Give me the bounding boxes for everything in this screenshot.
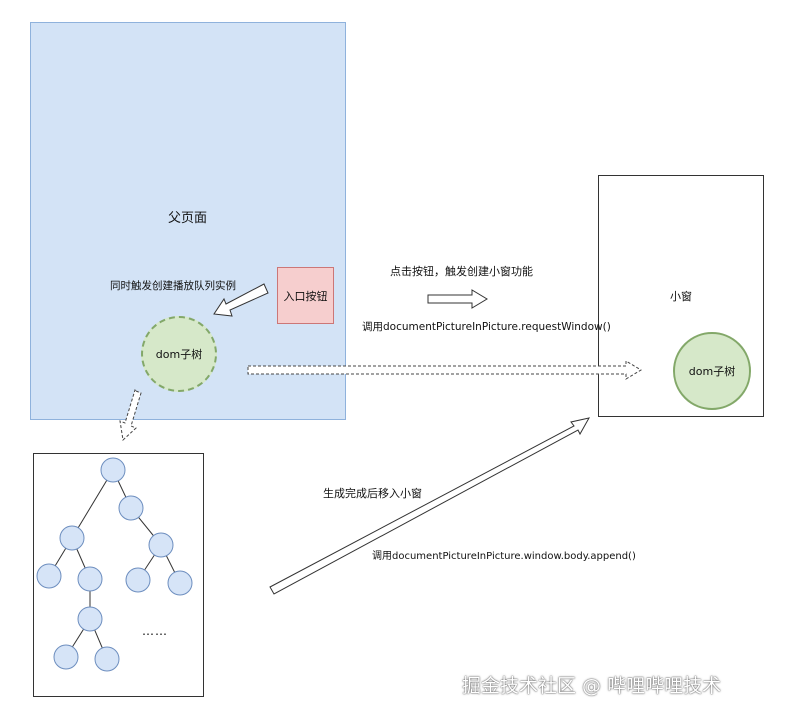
entry-button[interactable]: 入口按钮 (277, 267, 334, 324)
popup-window-title: 小窗 (670, 290, 692, 303)
tree-node (94, 646, 120, 672)
tree-edges (48, 469, 181, 660)
tree-node (118, 495, 144, 521)
tree-node (77, 566, 103, 592)
expand-subtree-dashed-arrow (119, 389, 142, 442)
click-trigger-note: 点击按钮，触发创建小窗功能 (390, 265, 533, 278)
move-to-popup-note: 生成完成后移入小窗 (323, 487, 422, 500)
tree-node (100, 457, 126, 483)
popup-dom-subtree-node: dom子树 (673, 332, 751, 410)
request-window-note: 调用documentPictureInPicture.requestWindow… (362, 321, 611, 333)
watermark: 掘金技术社区 @ 哔哩哔哩技术 (462, 675, 722, 697)
tree-node (77, 606, 103, 632)
entry-button-label: 入口按钮 (283, 289, 328, 303)
tree-node (167, 570, 193, 596)
append-to-popup-arrow (269, 417, 590, 595)
tree-node (148, 532, 174, 558)
append-call-note: 调用documentPictureInPicture.window.body.a… (372, 551, 636, 562)
tree-node (36, 563, 62, 589)
dom-subtree-node: dom子树 (141, 316, 217, 392)
parent-page-title: 父页面 (168, 211, 208, 226)
dom-subtree-label: dom子树 (155, 348, 203, 361)
entry-to-subtree-arrow (213, 283, 269, 317)
tree-node (53, 644, 79, 670)
tree-node (59, 525, 85, 551)
open-popup-arrow (427, 289, 488, 309)
create-queue-note: 同时触发创建播放队列实例 (110, 280, 236, 292)
tree-node (125, 567, 151, 593)
move-subtree-dashed-arrow (247, 360, 642, 380)
popup-dom-subtree-label: dom子树 (688, 365, 736, 378)
tree-ellipsis: …… (142, 624, 168, 638)
